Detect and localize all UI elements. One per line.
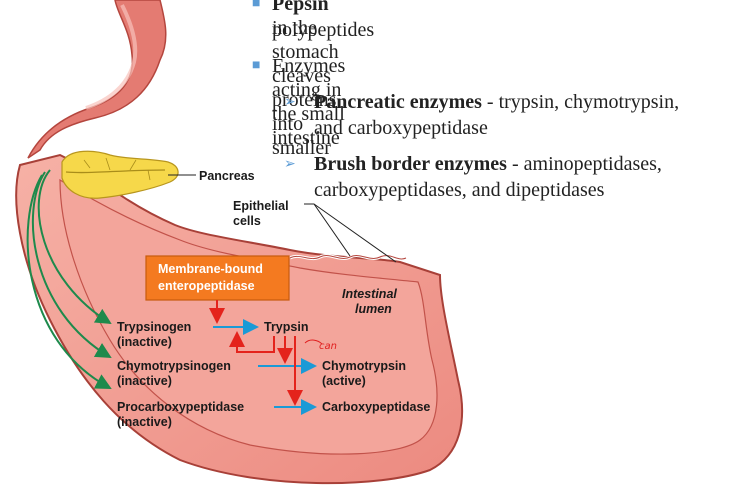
pepsin-bold: Pepsin (272, 0, 329, 15)
bullet-marker: ■ (252, 58, 261, 73)
pancreas (61, 150, 179, 199)
blue-conversion-arrows (213, 319, 317, 415)
enteropeptidase-label-line2: enteropeptidase (158, 279, 255, 293)
handwritten-note: can (319, 341, 337, 352)
pancreatic-line2-wrap: and carboxypeptidase (314, 116, 488, 140)
epithelial-label-line2: cells (233, 214, 261, 228)
chymotrypsin-active: (active) (322, 374, 366, 388)
pancreas-label: Pancreas (199, 169, 255, 183)
carboxypeptidase-label: Carboxypeptidase (322, 400, 430, 414)
pepsin-text-line1: in the stomach cleaves proteins into sma… (272, 17, 339, 159)
trypsinogen-inactive: (inactive) (117, 335, 172, 349)
epithelial-leader (304, 203, 397, 263)
stomach (27, 0, 167, 159)
brush-border-line2-wrap: carboxypeptidases, and dipeptidases (314, 178, 604, 202)
chymotrypsinogen-inactive: (inactive) (117, 374, 172, 388)
trypsinogen-label: Trypsinogen (117, 320, 191, 334)
procarboxypeptidase-inactive: (inactive) (117, 415, 172, 429)
epithelial-label-line1: Epithelial (233, 199, 289, 213)
bullet-marker: ■ (252, 0, 261, 11)
procarboxypeptidase-label: Procarboxypeptidase (117, 400, 244, 414)
red-activation-arrows (209, 300, 303, 406)
small-intestine (15, 153, 464, 485)
chevron-right-icon: ➢ (284, 95, 296, 110)
trypsin-label: Trypsin (264, 320, 308, 334)
chymotrypsin-label: Chymotrypsin (322, 359, 406, 373)
handwritten-mark (304, 339, 323, 345)
pancreatic-bold: Pancreatic enzymes (314, 91, 482, 113)
chymotrypsinogen-label: Chymotrypsinogen (117, 359, 231, 373)
pepsin-text-line2: polypeptides (272, 19, 375, 41)
pancreatic-text-line1: - trypsin, chymotrypsin, (481, 91, 680, 113)
chevron-right-icon: ➢ (284, 157, 296, 172)
pancreatic-text-line2: and carboxypeptidase (314, 117, 488, 139)
brush-border-text-line1: - aminopeptidases, (506, 153, 662, 175)
enteropeptidase-label-line1: Membrane-bound (158, 262, 263, 276)
pepsin-text-line2-wrap: polypeptides (272, 18, 374, 42)
brush-border-bold: Brush border enzymes (314, 153, 507, 175)
small-intestine-text: Enzymes acting in the small intestine (272, 55, 346, 149)
green-duct-arrows (26, 169, 112, 389)
brush-border-text-line2: carboxypeptidases, and dipeptidases (314, 179, 605, 201)
lumen-label-line1: Intestinal (342, 287, 397, 301)
lumen-label-line2: lumen (355, 302, 392, 316)
